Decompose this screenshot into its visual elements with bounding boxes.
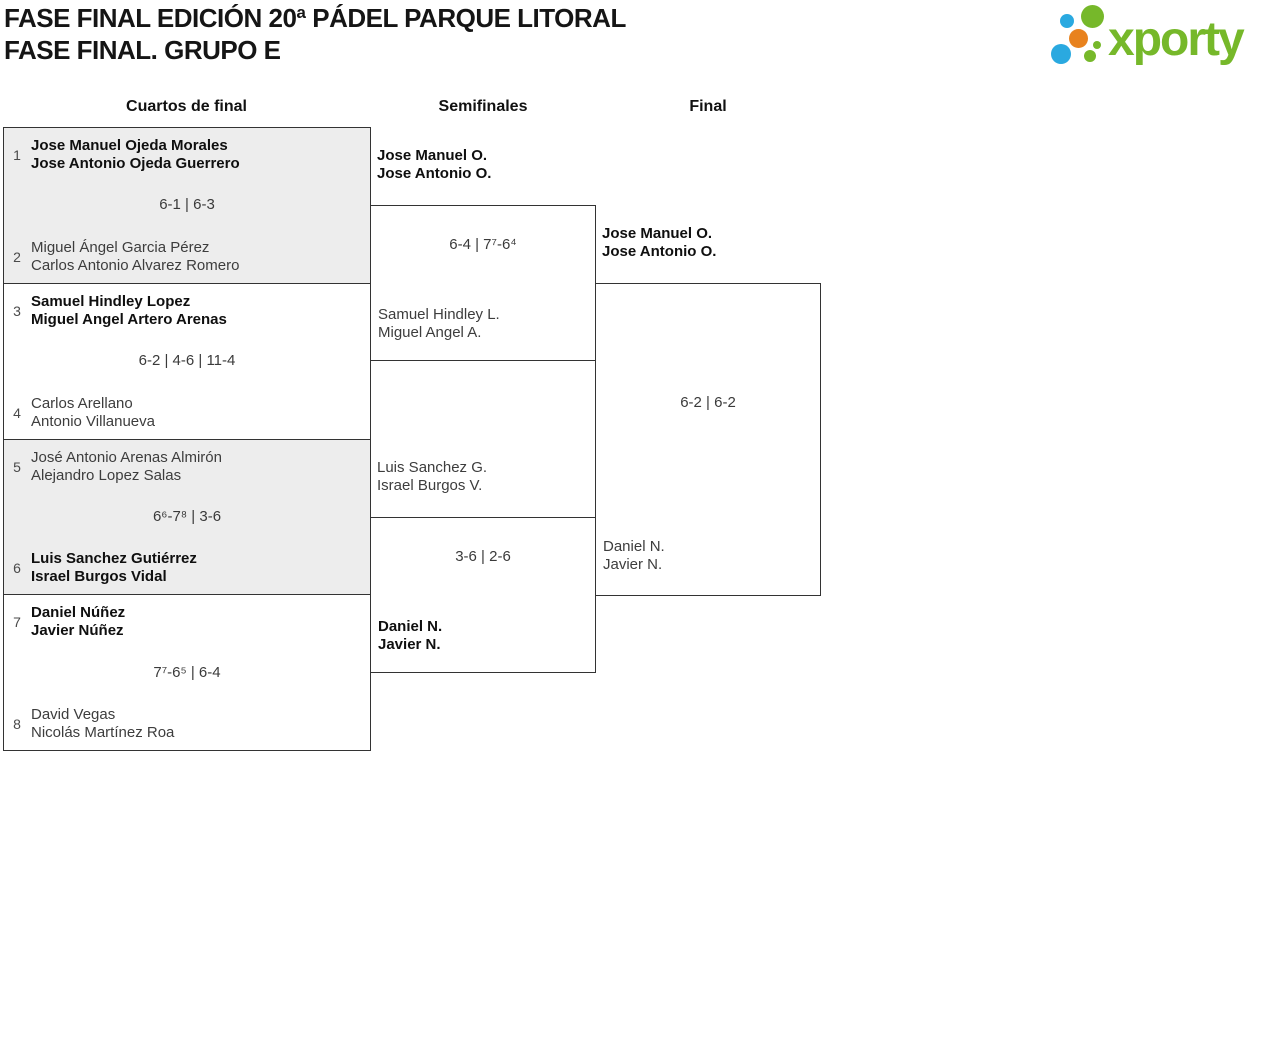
- team-names: Miguel Ángel Garcia Pérez Carlos Antonio…: [31, 239, 239, 275]
- team-entry: 8 David Vegas Nicolás Martínez Roa: [9, 706, 365, 742]
- logo-dot-green-small-icon: [1084, 50, 1096, 62]
- quarterfinal-match-4: 7 Daniel Núñez Javier Núñez 7⁷-6⁵ | 6-4 …: [4, 594, 370, 750]
- seed-number: 6: [13, 560, 21, 577]
- semifinal-match-1: 6-4 | 7⁷-6⁴ Samuel Hindley L. Miguel Ang…: [370, 205, 596, 361]
- team-names: Samuel Hindley Lopez Miguel Angel Artero…: [31, 293, 227, 329]
- seed-number: 1: [13, 147, 21, 163]
- final-bottom-team: Daniel N. Javier N.: [603, 538, 665, 574]
- round-header-quarterfinals: Cuartos de final: [126, 98, 247, 115]
- team-entry: 6 Luis Sanchez Gutiérrez Israel Burgos V…: [9, 550, 365, 586]
- player-name: Jose Manuel O.: [377, 147, 488, 164]
- player-name: Jose Antonio O.: [602, 243, 717, 260]
- semifinal-2-bottom-team: Daniel N. Javier N.: [378, 618, 442, 654]
- quarterfinal-match-3: 5 José Antonio Arenas Almirón Alejandro …: [4, 438, 370, 595]
- team-names: Jose Manuel Ojeda Morales Jose Antonio O…: [31, 137, 240, 173]
- logo-dot-green-tiny-icon: [1093, 41, 1101, 49]
- team-names: José Antonio Arenas Almirón Alejandro Lo…: [31, 449, 222, 485]
- seed-number: 4: [13, 404, 21, 421]
- player-name: Miguel Ángel Garcia Pérez: [31, 238, 210, 256]
- player-name: José Antonio Arenas Almirón: [31, 448, 222, 466]
- team-entry: 1 Jose Manuel Ojeda Morales Jose Antonio…: [9, 137, 365, 173]
- player-name: Israel Burgos Vidal: [31, 568, 167, 586]
- logo-dot-blue-large-icon: [1051, 44, 1071, 64]
- player-name: Javier N.: [378, 636, 441, 653]
- player-name: Daniel N.: [603, 538, 665, 555]
- quarterfinal-match-2: 3 Samuel Hindley Lopez Miguel Angel Arte…: [4, 282, 370, 439]
- player-name: Miguel Angel A.: [378, 324, 482, 341]
- player-name: Luis Sanchez G.: [377, 459, 488, 476]
- xporty-logo: xporty: [1048, 4, 1278, 74]
- match-score: 6-1 | 6-3: [159, 196, 215, 214]
- quarterfinal-match-1: 1 Jose Manuel Ojeda Morales Jose Antonio…: [4, 128, 370, 283]
- team-names: David Vegas Nicolás Martínez Roa: [31, 706, 174, 742]
- player-name: Miguel Angel Artero Arenas: [31, 310, 227, 328]
- semifinal-1-top-team: Jose Manuel O. Jose Antonio O.: [377, 147, 491, 183]
- page-title-line1: FASE FINAL EDICIÓN 20ª PÁDEL PARQUE LITO…: [4, 3, 626, 33]
- match-score: 3-6 | 2-6: [455, 548, 511, 565]
- match-score: 6-2 | 6-2: [680, 394, 736, 411]
- page-title: FASE FINAL EDICIÓN 20ª PÁDEL PARQUE LITO…: [4, 2, 626, 66]
- seed-number: 5: [13, 458, 21, 475]
- round-header-semifinals: Semifinales: [438, 98, 528, 115]
- team-entry: 2 Miguel Ángel Garcia Pérez Carlos Anton…: [9, 239, 365, 275]
- round-header-final: Final: [689, 98, 727, 115]
- player-name: Luis Sanchez Gutiérrez: [31, 550, 197, 568]
- seed-number: 7: [13, 614, 21, 631]
- logo-dot-green-large-icon: [1081, 5, 1104, 28]
- player-name: Carlos Antonio Alvarez Romero: [31, 256, 240, 274]
- quarterfinals-column: 1 Jose Manuel Ojeda Morales Jose Antonio…: [3, 127, 371, 751]
- player-name: Jose Antonio Ojeda Guerrero: [31, 155, 240, 172]
- seed-number: 8: [13, 716, 21, 732]
- seed-number: 2: [13, 248, 21, 265]
- final-match: 6-2 | 6-2 Daniel N. Javier N.: [595, 283, 821, 596]
- player-name: Javier N.: [603, 556, 663, 573]
- final-top-team: Jose Manuel O. Jose Antonio O.: [602, 225, 716, 261]
- player-name: Israel Burgos V.: [377, 477, 483, 494]
- semifinal-match-2: 3-6 | 2-6 Daniel N. Javier N.: [370, 517, 596, 673]
- player-name: Jose Antonio O.: [377, 165, 492, 182]
- logo-dot-orange-icon: [1069, 29, 1088, 48]
- player-name: Alejandro Lopez Salas: [31, 466, 182, 484]
- semifinal-2-top-team: Luis Sanchez G. Israel Burgos V.: [377, 459, 487, 495]
- match-score: 6⁶-7⁸ | 3-6: [152, 507, 222, 525]
- match-score: 7⁷-6⁵ | 6-4: [153, 663, 221, 681]
- player-name: Nicolás Martínez Roa: [31, 724, 175, 741]
- match-score: 6-4 | 7⁷-6⁴: [449, 236, 517, 253]
- team-entry: 5 José Antonio Arenas Almirón Alejandro …: [9, 449, 365, 485]
- page-title-line2: FASE FINAL. GRUPO E: [4, 35, 281, 65]
- player-name: Daniel N.: [378, 618, 443, 635]
- xporty-logo-text: xporty: [1108, 13, 1245, 66]
- player-name: Samuel Hindley L.: [378, 306, 500, 323]
- seed-number: 3: [13, 302, 21, 319]
- player-name: Javier Núñez: [31, 622, 124, 640]
- team-entry: 4 Carlos Arellano Antonio Villanueva: [9, 395, 365, 431]
- player-name: David Vegas: [31, 706, 116, 723]
- match-score: 6-2 | 4-6 | 11-4: [138, 352, 236, 370]
- player-name: Jose Manuel O.: [602, 225, 713, 242]
- logo-dot-blue-small-icon: [1060, 14, 1074, 28]
- player-name: Jose Manuel Ojeda Morales: [31, 137, 228, 154]
- player-name: Samuel Hindley Lopez: [31, 292, 191, 310]
- team-names: Daniel Núñez Javier Núñez: [31, 604, 125, 640]
- player-name: Antonio Villanueva: [31, 412, 155, 430]
- semifinal-1-bottom-team: Samuel Hindley L. Miguel Angel A.: [378, 306, 500, 342]
- team-names: Luis Sanchez Gutiérrez Israel Burgos Vid…: [31, 550, 197, 586]
- team-entry: 7 Daniel Núñez Javier Núñez: [9, 604, 365, 640]
- player-name: Daniel Núñez: [31, 604, 126, 622]
- team-entry: 3 Samuel Hindley Lopez Miguel Angel Arte…: [9, 293, 365, 329]
- team-names: Carlos Arellano Antonio Villanueva: [31, 395, 155, 431]
- player-name: Carlos Arellano: [31, 394, 133, 412]
